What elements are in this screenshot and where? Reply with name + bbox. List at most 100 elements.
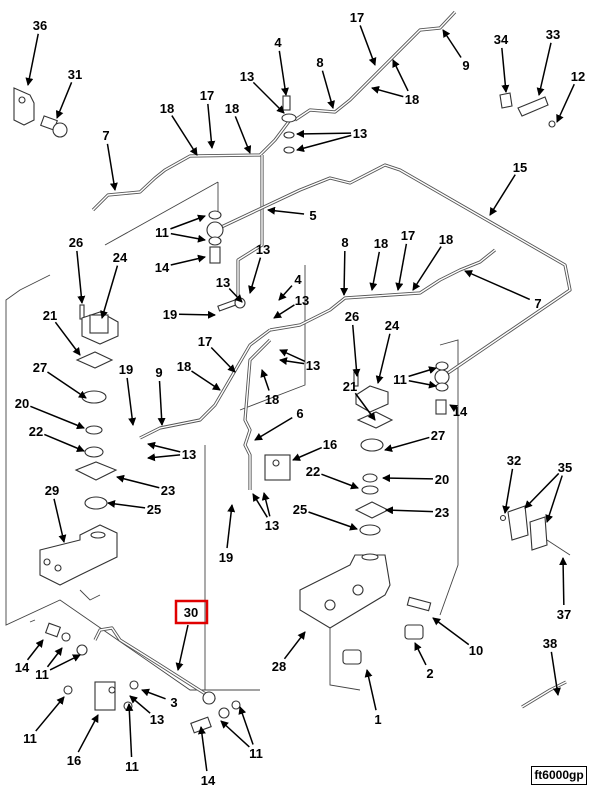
callout: 23: [116, 474, 175, 498]
leader-arrow: [371, 85, 404, 98]
leader-arrow: [449, 404, 459, 413]
leader-arrow: [47, 371, 87, 399]
callout: 26: [345, 309, 361, 377]
callout-number: 21: [43, 308, 57, 323]
leader-arrow: [254, 416, 293, 441]
callout-number: 25: [147, 502, 161, 517]
leader-arrow: [278, 285, 293, 301]
callout-number: 7: [102, 128, 109, 143]
callout-number: 35: [558, 460, 572, 475]
tube-lines: [91, 10, 572, 709]
leader-arrow: [107, 499, 146, 509]
leader-arrow: [126, 377, 137, 426]
callout-number: 38: [543, 636, 557, 651]
callout-number: 33: [546, 27, 560, 42]
callout-number: 9: [462, 58, 469, 73]
callout: 18: [160, 101, 198, 156]
leader-arrow: [283, 631, 306, 660]
callout-number: 22: [29, 424, 43, 439]
callout: 29: [45, 483, 67, 543]
leader-arrow: [228, 288, 243, 303]
callout-number: 13: [295, 293, 309, 308]
phantom-lines: [5, 181, 459, 691]
callout-number: 11: [393, 372, 407, 387]
callout-number: 18: [177, 359, 191, 374]
callout: 13: [216, 275, 243, 303]
leader-arrow: [49, 654, 81, 671]
callout-number: 17: [200, 88, 214, 103]
leader-arrow: [25, 33, 39, 86]
callout-number: 7: [534, 296, 541, 311]
callout-number: 11: [155, 225, 169, 240]
leader-arrow: [502, 468, 514, 514]
callout-number: 18: [405, 92, 419, 107]
callout-number: 21: [343, 379, 357, 394]
callout: 1: [364, 669, 382, 727]
leader-arrow: [296, 129, 352, 138]
leader-arrow: [53, 498, 67, 543]
leader-arrow: [364, 669, 377, 711]
leader-arrow: [524, 472, 560, 509]
callout: 13: [252, 492, 279, 533]
callout-number: 23: [435, 505, 449, 520]
callout: 32: [502, 453, 521, 514]
leader-arrow: [77, 714, 99, 753]
callout-number: 17: [401, 228, 415, 243]
leader-arrow: [76, 250, 86, 304]
leader-arrow: [550, 651, 561, 696]
leader-arrow: [351, 324, 361, 377]
leader-arrow: [125, 703, 134, 758]
leader-arrow: [559, 557, 568, 606]
callout-number: 9: [155, 365, 162, 380]
leader-arrow: [147, 453, 181, 462]
callout: 13: [240, 69, 285, 114]
leader-arrow: [392, 59, 409, 92]
leader-arrow: [210, 346, 236, 373]
callout: 37: [557, 557, 571, 622]
leader-arrow: [308, 511, 358, 531]
leader-arrow: [170, 254, 206, 266]
callout: 7: [464, 270, 542, 311]
callout-number: 11: [249, 746, 263, 761]
callout-number: 11: [125, 759, 139, 774]
leader-arrow: [273, 304, 295, 319]
callout: 11: [35, 647, 81, 682]
leader-arrow: [292, 446, 323, 461]
callout: 19: [219, 504, 236, 565]
callout: 17: [198, 334, 236, 373]
callout: 14: [197, 726, 216, 788]
callout-number: 17: [350, 10, 364, 25]
callout: 18: [412, 232, 453, 291]
callout-number: 20: [435, 472, 449, 487]
callout: 25: [107, 499, 161, 517]
callout-number: 26: [69, 235, 83, 250]
callout-number: 27: [33, 360, 47, 375]
leader-arrow: [261, 492, 271, 517]
callout: 14: [449, 404, 468, 419]
callout: 18: [371, 59, 419, 107]
leader-arrow: [278, 50, 289, 96]
leader-arrow: [464, 270, 531, 301]
callout-number: 31: [68, 67, 82, 82]
callout: 35: [524, 460, 572, 523]
callout: 18: [369, 236, 388, 291]
leader-arrow: [171, 115, 198, 156]
callout-number: 11: [23, 731, 37, 746]
leader-arrow: [26, 639, 44, 661]
leader-arrow: [432, 617, 470, 646]
callout: 33: [536, 27, 560, 96]
callout: 36: [25, 18, 47, 86]
leader-arrow: [369, 251, 381, 291]
callout: 13: [279, 349, 320, 373]
callout: 24: [100, 250, 128, 319]
callout-number: 18: [160, 101, 174, 116]
leader-arrow: [408, 366, 437, 378]
leader-arrow: [412, 246, 442, 291]
callout: 16: [292, 437, 337, 461]
callout-number: 24: [385, 318, 400, 333]
callout: 21: [343, 379, 376, 421]
leader-arrow: [536, 42, 552, 96]
callout: 12: [556, 69, 585, 123]
leader-arrow: [340, 250, 349, 296]
